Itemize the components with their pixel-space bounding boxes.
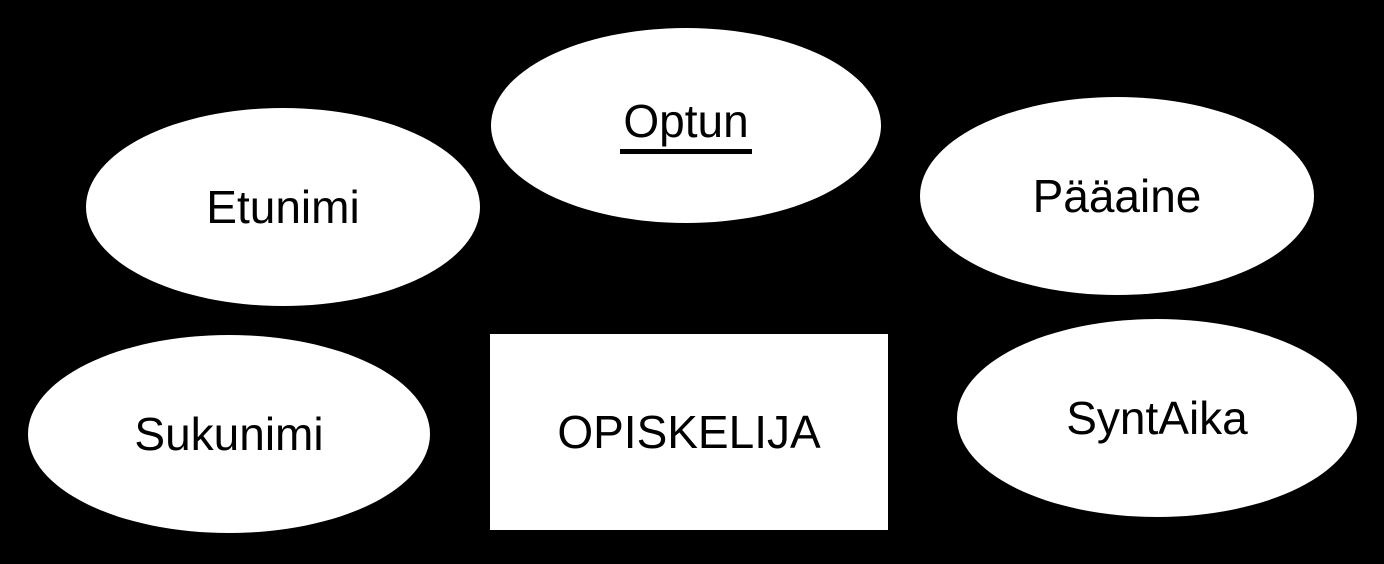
entity-label-opiskelija: OPISKELIJA xyxy=(557,406,821,458)
attribute-ellipse-paaaine: Pääaine xyxy=(920,97,1314,295)
attribute-label-etunimi: Etunimi xyxy=(206,181,360,233)
attribute-label-sukunimi: Sukunimi xyxy=(134,408,324,460)
attribute-label-paaaine: Pääaine xyxy=(1032,170,1202,222)
attribute-label-syntaika: SyntAika xyxy=(1066,392,1248,444)
attribute-ellipse-etunimi: Etunimi xyxy=(86,108,480,306)
attribute-ellipse-optun-key: Optun xyxy=(491,28,881,223)
attribute-ellipse-sukunimi: Sukunimi xyxy=(28,335,430,533)
attribute-label-optun-underlined: Optun xyxy=(620,98,752,154)
entity-rectangle-opiskelija: OPISKELIJA xyxy=(490,334,888,530)
attribute-ellipse-syntaika: SyntAika xyxy=(957,319,1357,517)
